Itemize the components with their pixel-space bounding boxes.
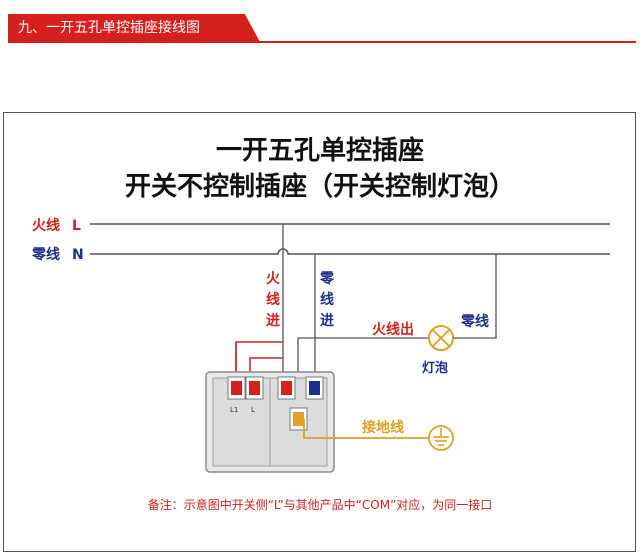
terminal-l xyxy=(249,381,260,395)
terminal-l1 xyxy=(231,381,242,395)
diagram-subtitle: 开关不控制插座（开关控制灯泡） xyxy=(124,172,515,202)
diagram-title: 一开五孔单控插座 xyxy=(215,136,424,166)
lamp-cross-b xyxy=(432,329,450,347)
socket-live-terminal xyxy=(281,381,292,395)
live-in-char-3: 进 xyxy=(266,313,280,329)
neutral-line xyxy=(90,248,610,255)
neutral-line-letter: N xyxy=(72,247,84,263)
terminal-l-label: L xyxy=(251,406,255,414)
live-line-label: 火线 xyxy=(32,217,60,234)
switch-out-wire xyxy=(249,357,283,372)
lamp-neutral-wire xyxy=(453,254,497,339)
neutral-in-char-2: 线 xyxy=(320,291,334,308)
ground-wire xyxy=(303,419,430,439)
ground-symbol-icon xyxy=(428,425,454,451)
live-line-letter: L xyxy=(72,218,81,234)
live-in-char-2: 线 xyxy=(266,291,280,308)
live-out-label: 火线出 xyxy=(372,321,414,338)
ground-label: 接地线 xyxy=(362,419,404,436)
section-title-rule xyxy=(8,41,636,43)
live-out-wire xyxy=(297,337,428,372)
section-title: 九、一开五孔单控插座接线图 xyxy=(18,20,200,36)
terminal-l1-label: L1 xyxy=(230,406,238,414)
section-title-banner: 九、一开五孔单控插座接线图 xyxy=(8,14,260,42)
socket-ground-terminal xyxy=(293,412,304,426)
live-jumper-wire xyxy=(235,341,283,372)
neutral-in-char-1: 零 xyxy=(319,270,335,287)
socket-neutral-terminal xyxy=(309,381,320,395)
lamp-label: 灯泡 xyxy=(422,360,448,376)
diagram-note: 备注：示意图中开关侧“L”与其他产品中“COM”对应，为同一接口 xyxy=(148,497,493,512)
neutral-line-label: 零线 xyxy=(31,246,60,263)
neutral-in-char-3: 进 xyxy=(320,313,334,329)
live-in-char-1: 火 xyxy=(266,271,281,287)
lamp-neutral-label: 零线 xyxy=(460,313,489,330)
